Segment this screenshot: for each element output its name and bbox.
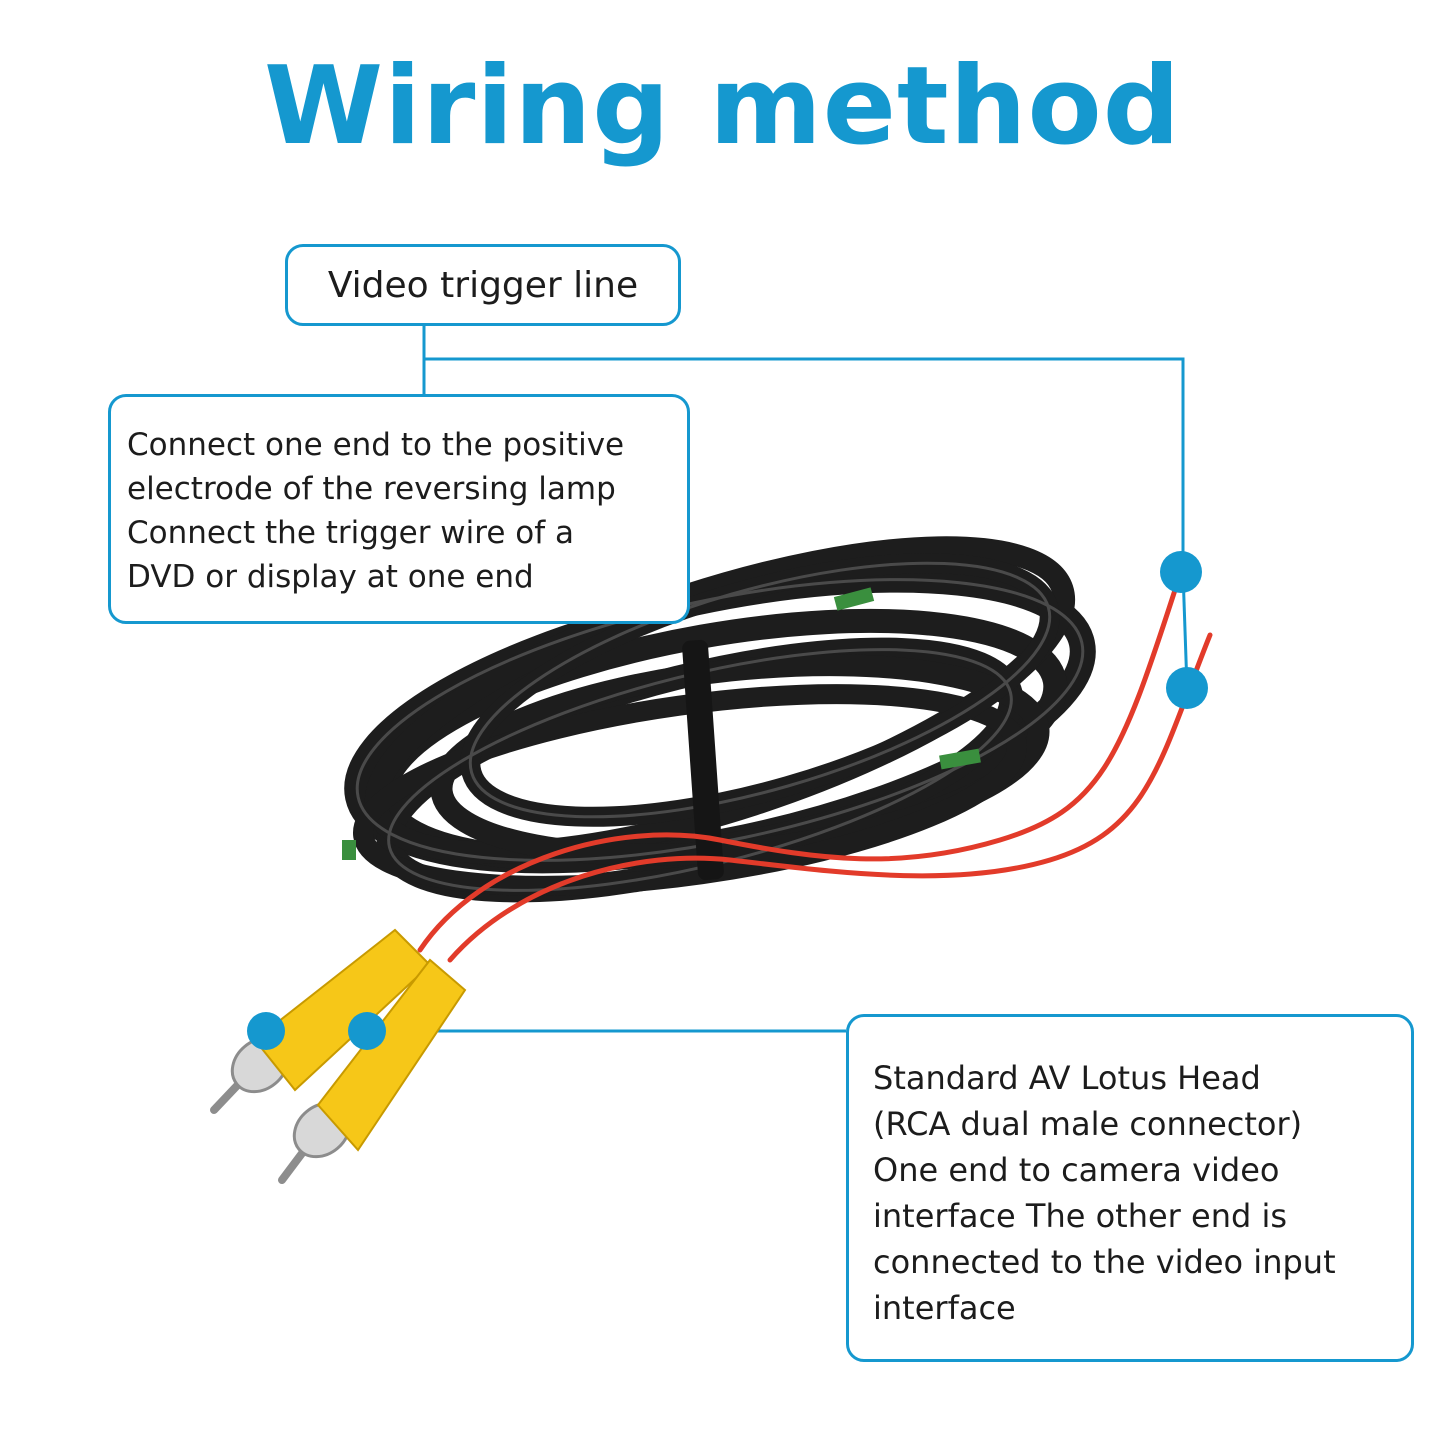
rca-connector-dot xyxy=(348,1012,386,1050)
trigger-wires xyxy=(417,587,1213,963)
trigger-description-line: electrode of the reversing lamp xyxy=(127,471,616,507)
trigger-label: Video trigger line xyxy=(327,264,639,306)
av-description-line: One end to camera video xyxy=(873,1151,1280,1189)
av-description-line: interface The other end is xyxy=(873,1197,1288,1235)
cable-marker xyxy=(342,840,356,860)
trigger-label-box: Video trigger line xyxy=(285,244,681,326)
cable-marker xyxy=(939,748,981,770)
cable-marker xyxy=(833,587,875,611)
av-description-line: Standard AV Lotus Head xyxy=(873,1059,1261,1097)
av-description-line: (RCA dual male connector) xyxy=(873,1105,1303,1143)
trigger-description-line: Connect one end to the positive xyxy=(127,427,625,463)
av-description-line: connected to the video input xyxy=(873,1243,1336,1281)
av-description-line: interface xyxy=(873,1289,1016,1327)
trigger-description-line: Connect the trigger wire of a xyxy=(127,515,574,551)
trigger-wire-leader-line xyxy=(424,357,1185,572)
trigger-description-line: DVD or display at one end xyxy=(127,559,534,595)
rca-connector-right xyxy=(278,958,467,1184)
trigger-description-box: Connect one end to the positive electrod… xyxy=(108,394,690,624)
trigger-wire-dot xyxy=(1166,667,1208,709)
trigger-wire-dot xyxy=(1160,551,1202,593)
av-connector-box: Standard AV Lotus Head (RCA dual male co… xyxy=(846,1014,1414,1362)
rca-connector-dot xyxy=(247,1012,285,1050)
cable-tie xyxy=(682,639,724,881)
diagram-title: Wiring method xyxy=(263,44,1182,169)
rca-connector-left xyxy=(210,928,432,1114)
